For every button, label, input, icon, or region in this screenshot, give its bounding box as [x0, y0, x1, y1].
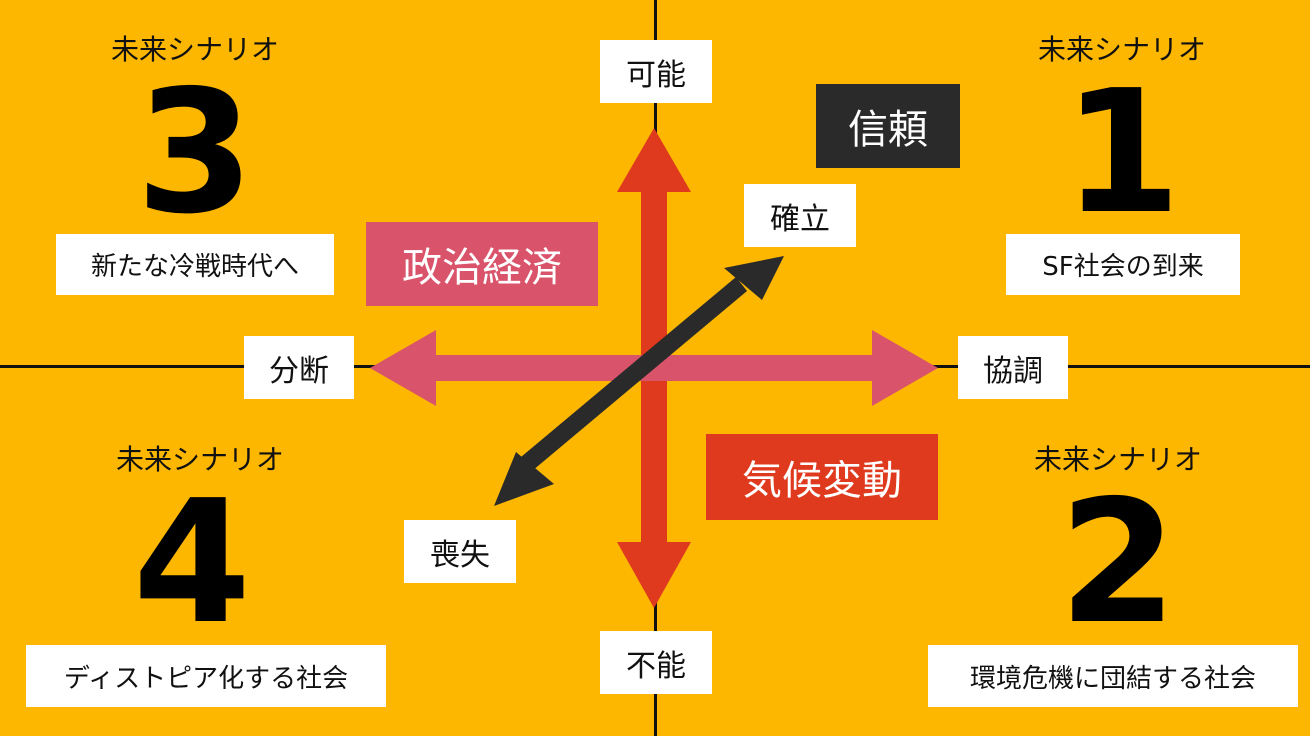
horizontal-arrow: [370, 330, 938, 406]
scenario-2-number: 2: [1058, 464, 1178, 662]
tag-trust: 信頼: [816, 84, 960, 168]
scenario-1-number: 1: [1062, 54, 1182, 252]
scenario-1-label: 未来シナリオ: [1037, 33, 1206, 66]
axis-label-diag-top: 確立: [744, 184, 856, 247]
axis-label-diag-bottom: 喪失: [404, 520, 516, 583]
scenario-2-caption: 環境危機に団結する社会: [928, 645, 1298, 707]
scenario-3-caption: 新たな冷戦時代へ: [56, 234, 334, 295]
scenario-3-number: 3: [135, 54, 255, 252]
scenario-4-label: 未来シナリオ: [115, 443, 284, 476]
axis-label-bottom: 不能: [600, 631, 712, 694]
tag-politics: 政治経済: [366, 222, 598, 306]
scenario-4-number: 4: [132, 464, 252, 662]
scenario-4-caption: ディストピア化する社会: [26, 645, 386, 707]
scenario-3-label: 未来シナリオ: [110, 33, 279, 66]
tag-climate: 気候変動: [706, 434, 938, 520]
diagonal-arrow: [494, 256, 784, 506]
scenario-1-caption: SF社会の到来: [1006, 234, 1240, 295]
axis-label-right: 協調: [958, 336, 1068, 399]
scenario-2-label: 未来シナリオ: [1033, 443, 1202, 476]
axis-label-top: 可能: [600, 40, 712, 103]
axis-label-left: 分断: [244, 336, 354, 399]
